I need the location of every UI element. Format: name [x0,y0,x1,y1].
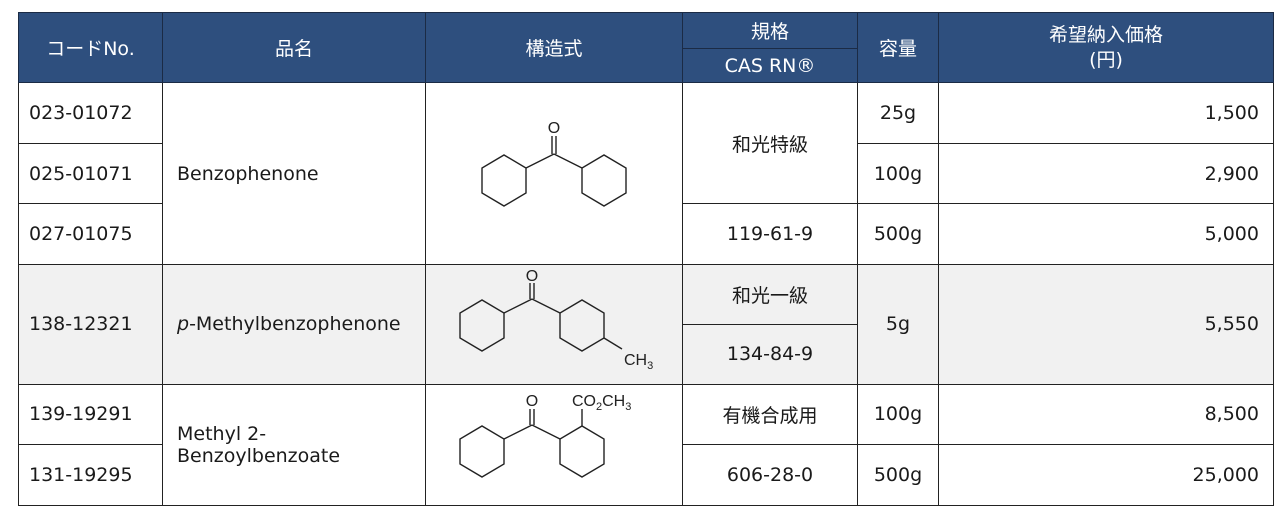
price-cell: 2,900 [938,142,1274,205]
price-cell: 5,550 [938,264,1274,385]
capacity-cell: 5g [857,264,939,385]
table-row: 131-19295 606-28-0 500g 25,000 [18,444,1274,506]
code-cell: 131-19295 [18,444,163,506]
table-row: 025-01071 100g 2,900 [18,142,1274,205]
table-row: 138-12321 p-Methylbenzophenone O CH3 [18,264,1274,385]
oxygen-label: O [526,269,538,285]
cas-cell: 134-84-9 [682,323,858,385]
price-cell: 8,500 [938,383,1274,446]
grade-cell: 和光特級 [682,81,858,205]
table-row: 139-19291 Methyl 2-Benzoylbenzoate O CO2… [18,383,1274,506]
product-name: p-Methylbenzophenone [162,264,426,385]
code-cell: 139-19291 [18,383,163,446]
capacity-cell: 100g [857,142,939,205]
header-structure: 構造式 [425,12,683,83]
product-name: Methyl 2-Benzoylbenzoate [162,383,426,506]
cas-cell: 606-28-0 [682,444,858,506]
header-price: 希望納入価格 (円) [938,12,1274,83]
table-row: 023-01072 Benzophenone O 和光特級 25g [18,81,1274,266]
ester-label: CO2CH3 [572,393,631,413]
code-cell: 027-01075 [18,203,163,266]
capacity-cell: 25g [857,82,939,144]
header-grade: 規格 [682,12,858,49]
methylbenzophenone-structure-icon: O CH3 [459,269,653,372]
methyl-benzoylbenzoate-structure-icon: O CO2CH3 [459,393,631,478]
grade-cell: 和光一級 [682,264,858,325]
top-margin [0,0,1279,12]
grade-cell: 有機合成用 [682,383,858,446]
header-capacity: 容量 [857,12,939,83]
name-text: -Methylbenzophenone [189,313,401,336]
price-cell: 25,000 [938,444,1274,506]
product-name: Benzophenone [162,81,426,266]
price-cell: 5,000 [938,203,1274,266]
price-cell: 1,500 [938,82,1274,144]
code-cell: 138-12321 [18,264,163,385]
capacity-cell: 500g [857,444,939,506]
structure-methyl-benzoylbenzoate: O CO2CH3 [425,383,683,506]
header-code: コードNo. [18,12,163,83]
header-price-line2: (円) [1089,48,1123,71]
capacity-cell: 500g [857,203,939,266]
header-name: 品名 [162,12,426,83]
code-cell: 023-01072 [18,82,163,144]
structure-benzophenone: O [425,81,683,266]
methyl-label: CH3 [624,352,653,372]
cas-cell: 119-61-9 [682,203,858,266]
table-row: 134-84-9 [19,323,1274,385]
oxygen-label: O [526,393,538,410]
header-cas: CAS RN® [682,48,858,83]
header-price-line1: 希望納入価格 [1048,23,1163,46]
benzophenone-structure-icon: O [481,120,627,207]
structure-methylbenzophenone: O CH3 [425,264,683,385]
name-prefix: p [177,313,190,336]
capacity-cell: 100g [857,383,939,446]
product-table: コードNo. 品名 構造式 規格 容量 希望納入価格 (円) CAS RN® 0… [18,12,1274,506]
oxygen-label: O [548,120,560,137]
code-cell: 025-01071 [18,142,163,205]
